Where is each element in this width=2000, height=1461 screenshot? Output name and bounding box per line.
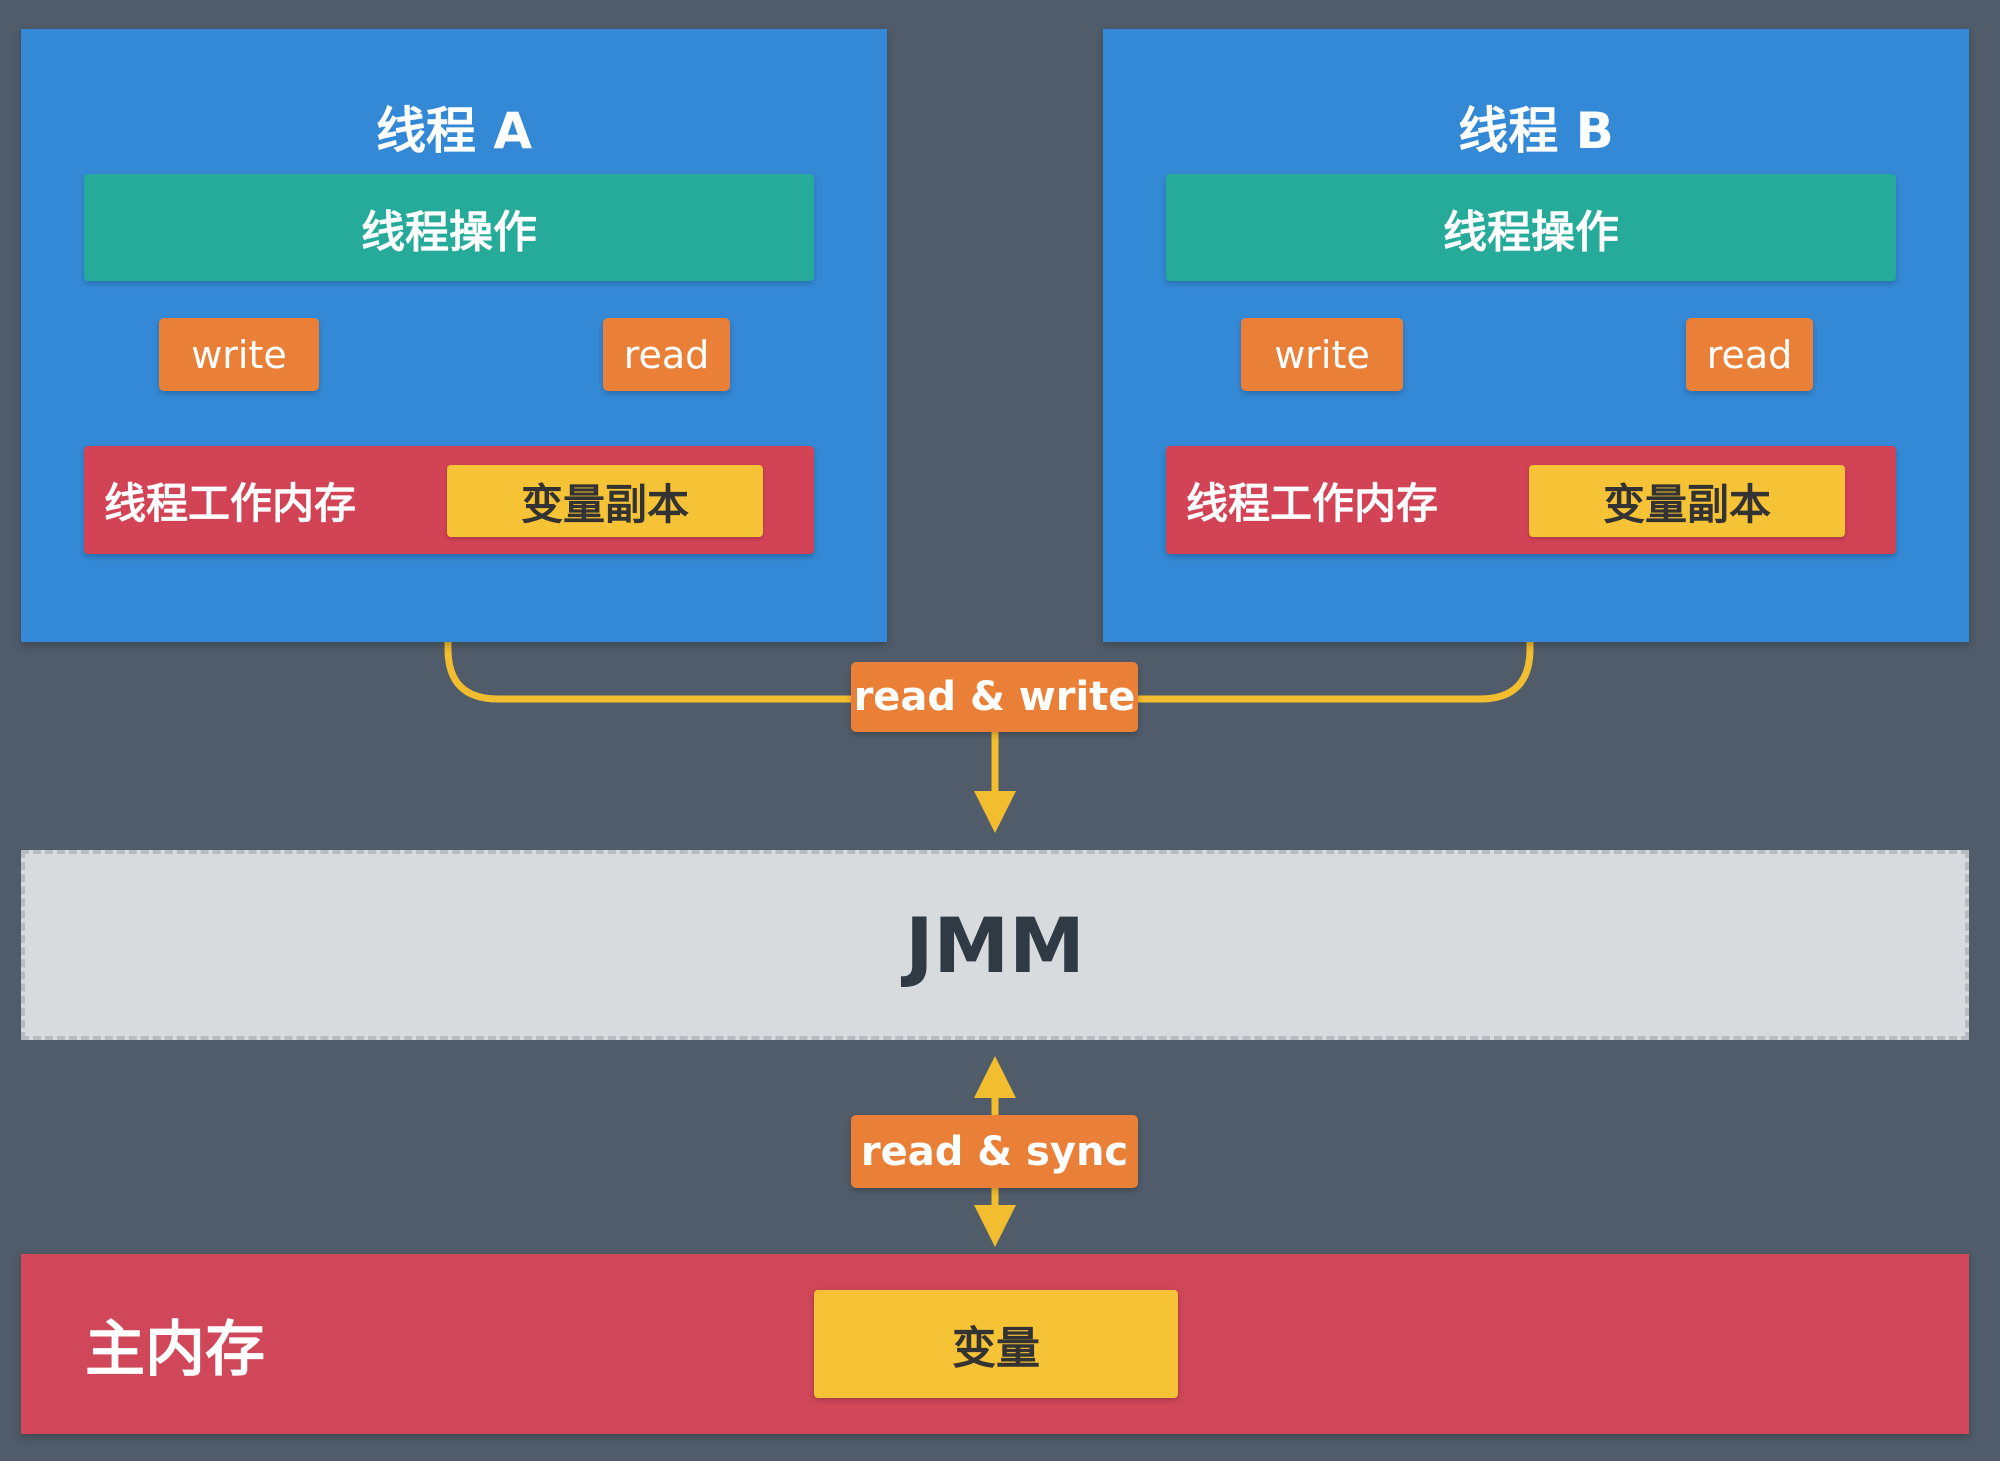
read-write-tag: read & write xyxy=(851,662,1138,732)
read-write-left-connector xyxy=(427,576,856,703)
thread-b-operations: 线程操作 xyxy=(1166,174,1896,281)
read-write-right-connector xyxy=(1134,576,1551,703)
main-memory-label: 主内存 xyxy=(85,1314,265,1385)
thread-b-write-tag: write xyxy=(1241,318,1403,391)
read-sync-tag: read & sync xyxy=(851,1115,1138,1188)
main-memory-variable: 变量 xyxy=(814,1290,1178,1398)
thread-a-variable-copy: 变量副本 xyxy=(447,465,763,537)
thread-b-working-memory-label: 线程工作内存 xyxy=(1186,478,1439,528)
thread-a-write-tag: write xyxy=(159,318,319,391)
thread-b-variable-copy: 变量副本 xyxy=(1529,465,1845,537)
thread-a-read-tag: read xyxy=(603,318,730,391)
thread-a-working-memory-label: 线程工作内存 xyxy=(104,478,357,528)
jmm-box: JMM xyxy=(21,850,1969,1040)
thread-a-title: 线程 A xyxy=(375,102,533,160)
thread-b-read-tag: read xyxy=(1686,318,1813,391)
thread-b-title: 线程 B xyxy=(1458,102,1614,160)
thread-a-operations: 线程操作 xyxy=(84,174,814,281)
